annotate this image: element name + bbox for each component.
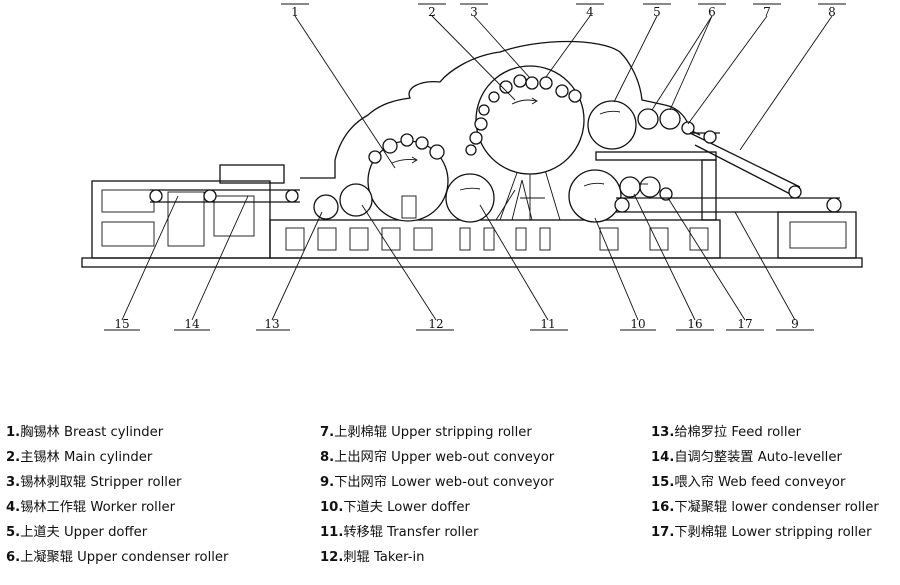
leader-lines (104, 3, 846, 331)
upper-web-out-conveyor (595, 130, 802, 221)
callout-4: 4 (586, 5, 594, 19)
lower-stripping-roller (659, 187, 673, 201)
callout-13: 13 (264, 317, 279, 331)
transfer-roller (445, 173, 495, 223)
legend-item-8: 8.上出网帘 Upper web-out conveyor (320, 450, 555, 465)
callout-7: 7 (763, 5, 771, 19)
lower-condenser-roller-b (639, 176, 661, 198)
legend-item-17: 17.下剥棉辊 Lower stripping roller (651, 525, 872, 540)
feed-section (91, 164, 285, 259)
legend-item-12: 12.刺辊 Taker-in (320, 550, 425, 565)
legend-item-3: 3.锡林剥取辊 Stripper roller (6, 475, 182, 490)
legend-column-2: 7.上剥棉辊 Upper stripping roller 8.上出网帘 Upp… (320, 420, 554, 570)
feed-roller (313, 194, 339, 220)
legend-item-5: 5.上道夫 Upper doffer (6, 525, 148, 540)
carding-housing (300, 40, 701, 179)
legend-column-1: 1.胸锡林 Breast cylinder 2.主锡林 Main cylinde… (6, 420, 228, 570)
legend-item-9: 9.下出网帘 Lower web-out conveyor (320, 475, 554, 490)
callout-10: 10 (630, 317, 645, 331)
upper-stripping-roller (681, 121, 695, 135)
worker-stripper-rollers (368, 74, 582, 164)
callout-5: 5 (653, 5, 661, 19)
callout-2: 2 (428, 5, 436, 19)
callout-9: 9 (791, 317, 799, 331)
taker-in (339, 183, 373, 217)
lower-doffer (568, 169, 622, 223)
legend-item-13: 13.给棉罗拉 Feed roller (651, 425, 802, 440)
lower-web-out-conveyor (614, 197, 857, 259)
legend-item-15: 15.喂入帘 Web feed conveyor (651, 475, 846, 490)
callout-6: 6 (708, 5, 716, 19)
callout-3: 3 (470, 5, 478, 19)
machine-base (81, 219, 863, 268)
callout-12: 12 (428, 317, 443, 331)
legend-item-1: 1.胸锡林 Breast cylinder (6, 425, 164, 440)
legend-item-7: 7.上剥棉辊 Upper stripping roller (320, 425, 532, 440)
upper-condenser-roller-b (659, 108, 681, 130)
callout-17: 17 (737, 317, 752, 331)
legend-item-16: 16.下凝聚辊 lower condenser roller (651, 500, 879, 515)
callout-numbers: 1 2 3 4 5 6 7 8 9 10 11 12 13 14 15 16 1… (114, 5, 835, 331)
legend-column-3: 13.给棉罗拉 Feed roller 14.自调匀整装置 Auto-level… (651, 420, 879, 545)
legend-item-14: 14.自调匀整装置 Auto-leveller (651, 450, 842, 465)
upper-condenser-roller-a (637, 108, 659, 130)
legend-item-6: 6.上凝聚辊 Upper condenser roller (6, 550, 229, 565)
legend-item-10: 10.下道夫 Lower doffer (320, 500, 470, 515)
callout-8: 8 (828, 5, 836, 19)
legend-item-11: 11.转移辊 Transfer roller (320, 525, 479, 540)
callout-1: 1 (291, 5, 299, 19)
carding-machine-diagram: 1 2 3 4 5 6 7 8 9 10 11 12 13 14 15 16 1… (81, 3, 863, 331)
callout-15: 15 (114, 317, 129, 331)
lower-condenser-roller-a (619, 176, 641, 198)
legend: 1.胸锡林 Breast cylinder 2.主锡林 Main cylinde… (0, 420, 900, 585)
callout-11: 11 (540, 317, 555, 331)
legend-item-2: 2.主锡林 Main cylinder (6, 450, 153, 465)
upper-doffer (587, 100, 637, 150)
callout-14: 14 (184, 317, 200, 331)
legend-item-4: 4.锡林工作辊 Worker roller (6, 500, 176, 515)
rotation-arrows (391, 97, 648, 191)
callout-16: 16 (687, 317, 702, 331)
